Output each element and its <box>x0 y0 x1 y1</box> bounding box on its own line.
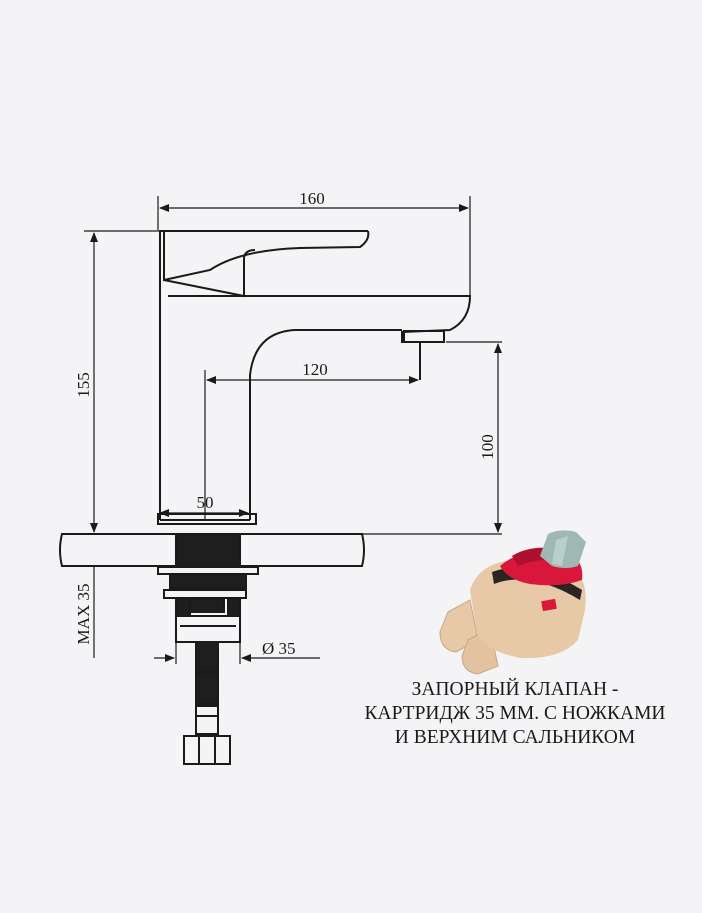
cartridge-caption: ЗАПОРНЫЙ КЛАПАН - КАРТРИДЖ 35 ММ. С НОЖК… <box>330 678 700 750</box>
caption-line-1: ЗАПОРНЫЙ КЛАПАН - <box>411 679 619 700</box>
caption-line-3: И ВЕРХНИМ САЛЬНИКОМ <box>394 727 636 748</box>
dim-label-160: 160 <box>299 189 325 208</box>
caption-line-2: КАРТРИДЖ 35 ММ. С НОЖКАМИ <box>364 703 666 724</box>
dim-label-120: 120 <box>302 360 328 379</box>
countertop <box>59 533 365 567</box>
cartridge-illustration <box>439 530 586 675</box>
dim-label-hole35: Ø 35 <box>262 639 296 658</box>
dim-label-155: 155 <box>74 372 93 398</box>
dimension-lines <box>84 196 502 664</box>
dim-label-100: 100 <box>478 434 497 460</box>
dim-label-max35: MAX 35 <box>74 584 93 645</box>
mounting-hardware <box>157 533 259 765</box>
dim-label-50: 50 <box>197 493 214 512</box>
